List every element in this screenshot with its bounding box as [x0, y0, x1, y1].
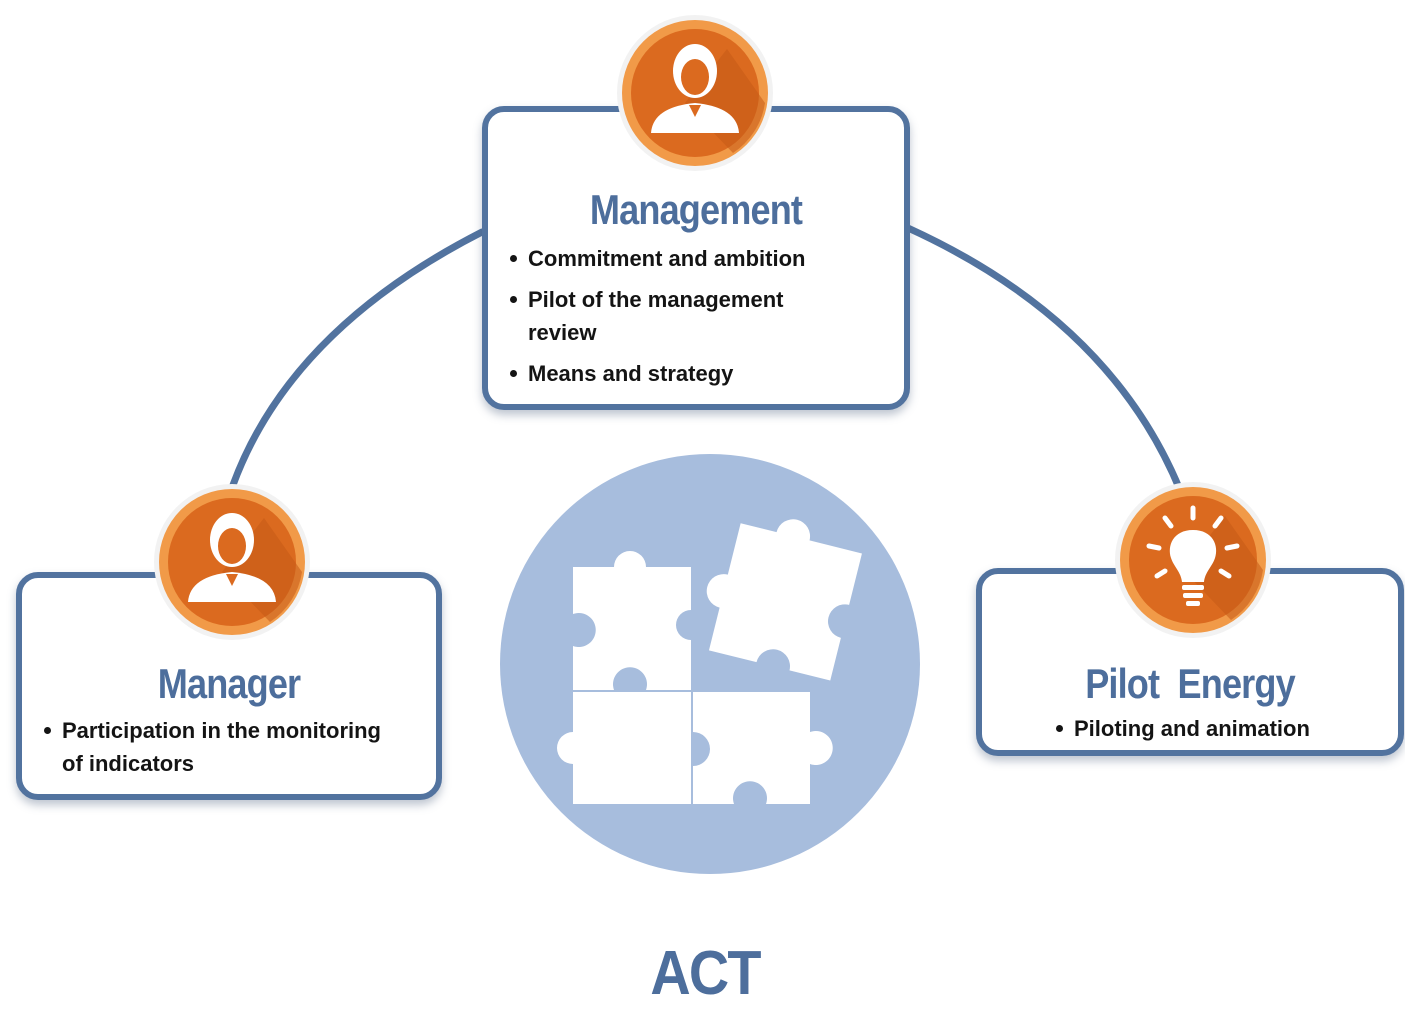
manager-bullet-list: Participation in the monitoring of indic…	[42, 714, 382, 780]
pilot-energy-title: Pilot Energy	[1085, 660, 1295, 707]
management-bullet-3: Means and strategy	[508, 357, 898, 390]
person-icon	[617, 15, 773, 171]
puzzle-icon	[500, 454, 920, 874]
manager-bullet-1: Participation in the monitoring of indic…	[42, 714, 382, 780]
management-bullet-list: Commitment and ambition Pilot of the man…	[508, 242, 898, 390]
lightbulb-icon	[1115, 482, 1271, 638]
management-bullet-1: Commitment and ambition	[508, 242, 898, 275]
pilot-energy-bullet-1: Piloting and animation	[1054, 712, 1394, 745]
management-title: Management	[589, 186, 803, 233]
management-bullet-2: Pilot of the management review	[508, 283, 858, 349]
person-icon	[154, 484, 310, 640]
connector-left	[229, 228, 486, 489]
manager-title: Manager	[157, 660, 301, 707]
pilot-energy-bullet-list: Piloting and animation	[1054, 712, 1394, 745]
act-label: ACT	[650, 939, 761, 1008]
connector-right	[904, 224, 1184, 494]
